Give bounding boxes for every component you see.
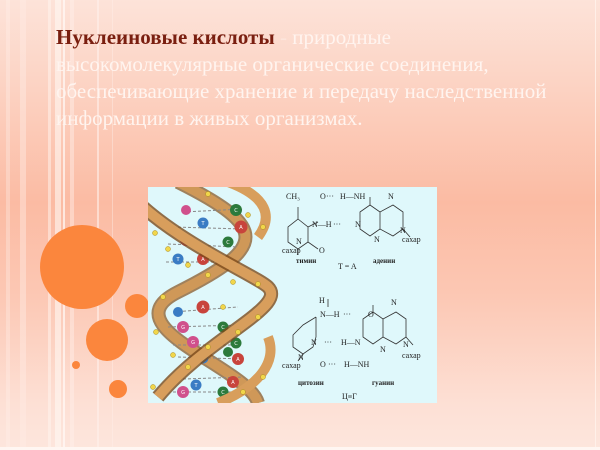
decorative-stripe [20, 0, 26, 447]
decorative-stripe [48, 0, 51, 447]
decorative-circle-small [109, 380, 127, 398]
svg-text:A: A [231, 380, 235, 386]
svg-text:T: T [193, 383, 198, 389]
svg-text:G: G [181, 325, 185, 331]
svg-text:A: A [236, 357, 240, 363]
sugar-label: сахар [402, 235, 421, 244]
decorative-stripe [112, 0, 113, 447]
svg-text:···: ··· [333, 220, 341, 229]
svg-text:G: G [191, 340, 195, 346]
dash-separator: - [274, 25, 293, 49]
chem-n: N [296, 237, 302, 246]
decorative-circle-medium [86, 319, 128, 361]
cytosine-label: цитозин [298, 379, 324, 387]
chem-nh: N—H [320, 310, 340, 319]
guanine-label: гуанин [372, 379, 394, 387]
sugar-label: сахар [282, 361, 301, 370]
slide-text: Нуклеиновые кислоты - природные высокомо… [56, 24, 576, 132]
chem-nh: N—H [312, 220, 332, 229]
decorative-stripe [97, 0, 99, 447]
chem-n: N [380, 345, 386, 354]
chem-o: O [319, 246, 325, 255]
decorative-stripe [6, 0, 10, 447]
adenine-label: аденин [373, 257, 395, 265]
decorative-stripe [63, 0, 65, 447]
decorative-right-line [595, 0, 596, 447]
decorative-stripe [55, 0, 61, 447]
svg-text:G: G [181, 390, 185, 396]
chem-hn: H—N [341, 338, 361, 347]
svg-text:C: C [221, 390, 225, 396]
dna-figure: C T A G C T A A G C G C T A T A G C [148, 187, 437, 403]
term-heading: Нуклеиновые кислоты [56, 25, 275, 49]
svg-text:···: ··· [326, 192, 334, 201]
chem-n: N [311, 338, 317, 347]
svg-text:C: C [221, 325, 225, 331]
chem-o: O [320, 192, 326, 201]
chem-n: N [298, 353, 304, 362]
chem-o: O [320, 360, 326, 369]
chem-ch3: CH₃ [286, 192, 300, 201]
svg-text:T: T [175, 257, 180, 263]
slide-bottom-border [0, 447, 600, 450]
chem-n: N [374, 235, 380, 244]
chem-o: O [368, 310, 374, 319]
svg-text:A: A [201, 305, 205, 311]
svg-text:C: C [234, 341, 238, 347]
decorative-stripe [70, 0, 74, 447]
chem-hnh: H—NH [344, 360, 370, 369]
ta-equation: T = A [338, 262, 357, 271]
svg-text:···: ··· [324, 338, 332, 347]
chem-n: N [400, 226, 406, 235]
chem-n: N [355, 220, 361, 229]
chem-hnh: H—NH [340, 192, 366, 201]
decorative-circle-large [40, 225, 124, 309]
chem-h: H [319, 296, 325, 305]
svg-text:C: C [226, 240, 230, 246]
chem-n: N [403, 340, 409, 349]
svg-text:A: A [239, 225, 243, 231]
decorative-circle-tiny [72, 361, 80, 369]
svg-text:A: A [201, 257, 205, 263]
svg-text:···: ··· [343, 310, 351, 319]
svg-text:T: T [200, 221, 205, 227]
chem-n: N [391, 298, 397, 307]
decorative-circle-small [125, 294, 149, 318]
svg-text:C: C [234, 208, 238, 214]
chem-n: N [388, 192, 394, 201]
svg-text:···: ··· [328, 360, 336, 369]
cg-equation: Ц≡Г [342, 392, 357, 401]
sugar-label: сахар [282, 246, 301, 255]
thymine-label: тимин [296, 257, 316, 265]
term-definition: природные высокомолекулярные органически… [56, 25, 547, 130]
sugar-label: сахар [402, 351, 421, 360]
dna-helix-illustration: C T A G C T A A G C G C T A T A G C [148, 187, 421, 403]
